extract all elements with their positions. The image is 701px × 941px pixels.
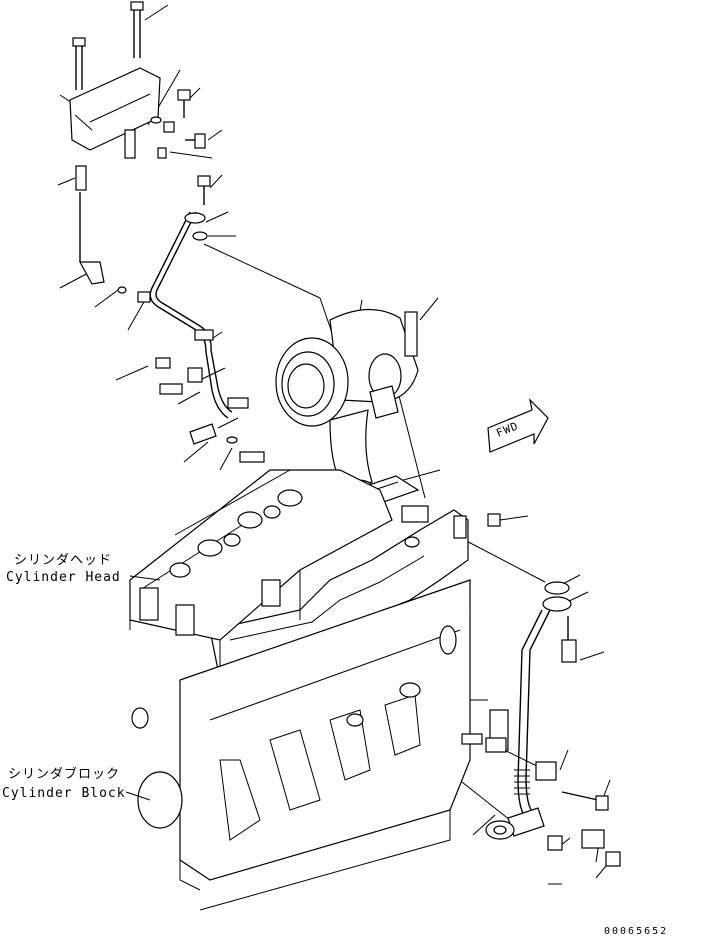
forward-direction-arrow: [487, 398, 549, 453]
oil-feed-pipe: [117, 211, 265, 463]
small-bolts: [163, 89, 211, 205]
oil-drain-pipe: [507, 581, 577, 837]
exhaust-manifold: [209, 505, 501, 681]
long-bolts: [72, 1, 144, 90]
clamps-and-bolts: [461, 709, 621, 867]
vertical-rod: [78, 192, 105, 285]
cylinder-head: [129, 469, 393, 700]
cylinder-head-label-jp: シリンダヘッド: [14, 553, 113, 568]
cylinder-block: [131, 579, 471, 911]
cylinder-block-label-jp: シリンダブロック: [8, 767, 121, 782]
label-leaders: [125, 575, 161, 801]
spacer-collars: [75, 129, 167, 191]
turbocharger: [275, 308, 419, 493]
drawing-number: 00065652: [604, 926, 669, 937]
heat-shield-bracket: [69, 67, 162, 151]
cylinder-head-label-en: Cylinder Head: [6, 570, 121, 585]
cylinder-block-label-en: Cylinder Block: [2, 786, 126, 801]
